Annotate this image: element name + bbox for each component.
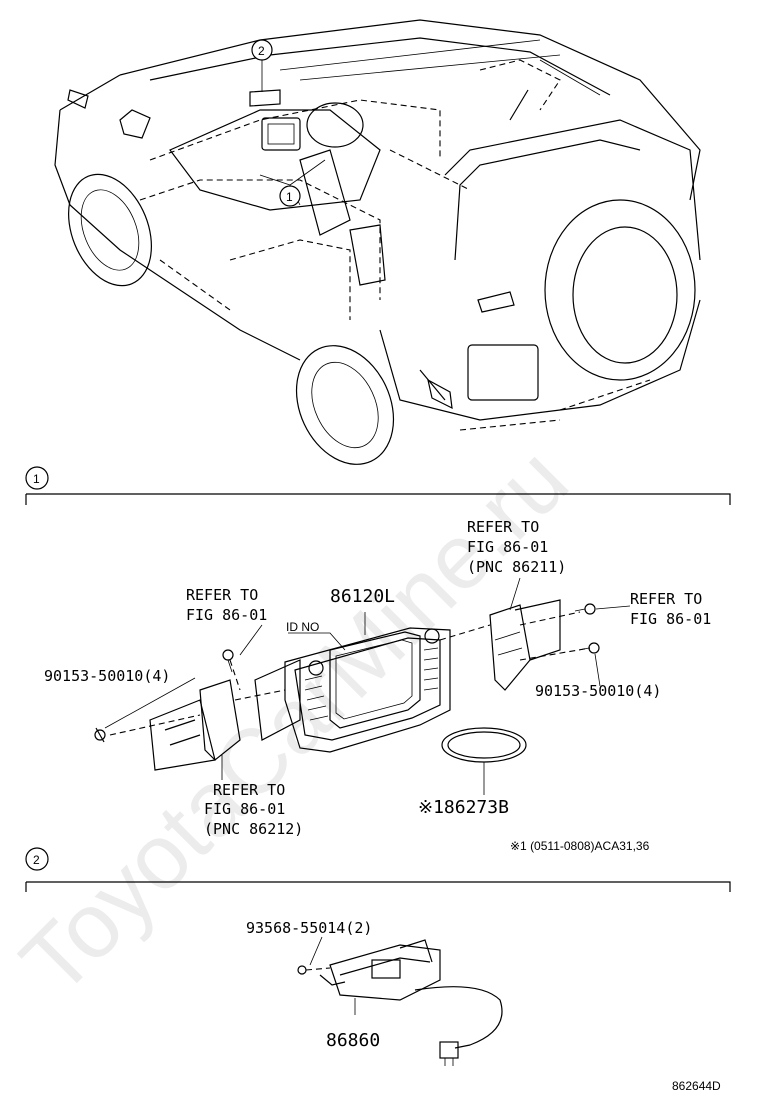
svg-text:REFER TO: REFER TO <box>213 781 285 799</box>
svg-text:REFER TO: REFER TO <box>186 586 258 604</box>
module-86860-drawing <box>297 939 503 1066</box>
svg-text:FIG 86-01: FIG 86-01 <box>186 606 267 624</box>
svg-text:1: 1 <box>286 190 293 204</box>
main-part-number: 86120L <box>330 586 395 607</box>
svg-text:(PNC 86211): (PNC 86211) <box>467 558 566 576</box>
vehicle-callout-2: 2 <box>251 39 273 61</box>
bolt-left-part-number: 90153-50010(4) <box>44 667 170 685</box>
bolt-left <box>94 727 106 743</box>
svg-text:2: 2 <box>258 44 265 58</box>
figure-id: 862644D <box>672 1079 721 1093</box>
bolt-right-part-number: 90153-50010(4) <box>535 682 661 700</box>
module-part-number: 86860 <box>326 1030 380 1051</box>
screw-part-number: 93568-55014(2) <box>246 919 372 937</box>
refer-left-top: REFER TO FIG 86-01 <box>186 586 267 624</box>
svg-text:REFER TO: REFER TO <box>630 590 702 608</box>
vehicle-illustration <box>54 19 701 465</box>
refer-right-mid: REFER TO FIG 86-01 <box>630 590 711 628</box>
svg-text:FIG 86-01: FIG 86-01 <box>467 538 548 556</box>
svg-text:FIG 86-01: FIG 86-01 <box>630 610 711 628</box>
bolt-top-left <box>222 649 234 673</box>
section-1-header: 1 <box>25 466 731 505</box>
bolt-top-right <box>574 603 596 615</box>
svg-text:FIG 86-01: FIG 86-01 <box>204 800 285 818</box>
refer-right-top: REFER TO FIG 86-01 (PNC 86211) <box>467 518 566 576</box>
applicability-note: ※1 (0511-0808)ACA31,36 <box>510 839 650 853</box>
section-1-callout: 1 <box>33 472 40 486</box>
section-2-header: 2 <box>25 847 731 892</box>
bolt-right <box>578 642 600 654</box>
section-2-callout: 2 <box>33 853 40 867</box>
ring-bezel-drawing <box>441 727 527 763</box>
id-no-label: ID NO <box>286 620 319 634</box>
vehicle-callout-1: 1 <box>279 185 301 207</box>
ring-part-number: ※186273B <box>418 797 509 818</box>
svg-text:REFER TO: REFER TO <box>467 518 539 536</box>
navigation-unit-drawing <box>109 599 591 771</box>
svg-text:(PNC 86212): (PNC 86212) <box>204 820 303 838</box>
refer-left-bottom: REFER TO FIG 86-01 (PNC 86212) <box>204 781 303 838</box>
